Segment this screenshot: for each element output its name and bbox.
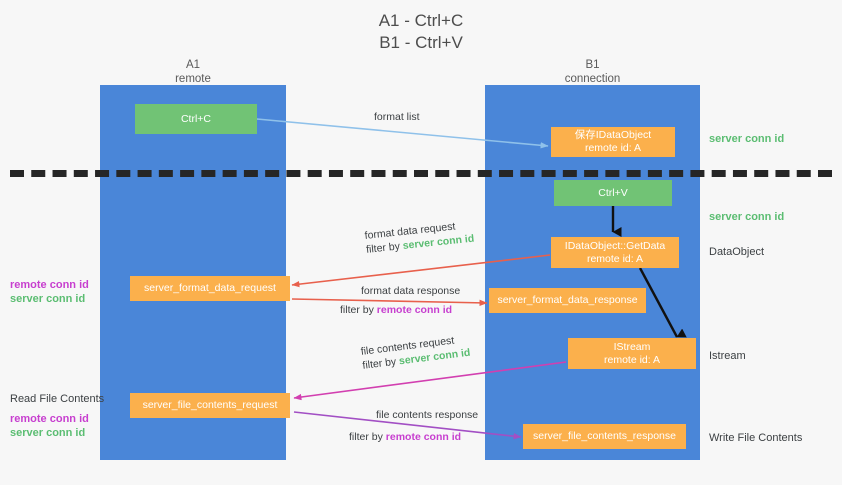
annotation-server-conn-id-format: server conn id	[10, 293, 86, 305]
filter-prefix: filter by	[340, 304, 377, 316]
annotation-write-file-contents: Write File Contents	[709, 432, 803, 444]
filter-prefix: filter by	[365, 240, 404, 256]
filter-prefix: filter by	[349, 431, 386, 443]
annotation-istream: Istream	[709, 350, 746, 362]
edge-label-file-contents-response: file contents response filter by remote …	[349, 408, 479, 444]
arrow-file-contents-response	[293, 411, 522, 440]
node-istream[interactable]: IStream remote id: A	[568, 338, 696, 369]
arrow-getdata-to-istream	[638, 267, 687, 338]
node-server-format-data-response[interactable]: server_format_data_response	[489, 288, 646, 313]
node-idataobject-getdata[interactable]: IDataObject::GetData remote id: A	[551, 237, 679, 268]
filter-value-remote-conn-id: remote conn id	[385, 431, 462, 443]
annotation-server-conn-id-top: server conn id	[709, 133, 785, 145]
arrow-file-contents-request	[293, 361, 567, 401]
node-server-file-contents-response[interactable]: server_file_contents_response	[523, 424, 686, 449]
edge-file-contents-response-filter: filter by remote conn id	[349, 430, 478, 444]
edge-label-format-data-response: format data response filter by remote co…	[340, 284, 461, 317]
annotation-read-file-contents: Read File Contents	[10, 393, 105, 405]
annotation-server-conn-id-second: server conn id	[709, 211, 785, 223]
title-line-1: A1 - Ctrl+C	[378, 11, 464, 30]
arrow-format-data-request	[291, 254, 551, 288]
title-line-2: B1 - Ctrl+V	[379, 33, 463, 52]
annotation-remote-conn-id-file: remote conn id	[10, 413, 89, 425]
node-server-format-data-request[interactable]: server_format_data_request	[130, 276, 290, 301]
edge-label-format-list: format list	[374, 110, 420, 124]
arrow-format-list	[256, 118, 549, 149]
node-ctrl-v[interactable]: Ctrl+V	[554, 180, 672, 206]
annotation-remote-conn-id-format: remote conn id	[10, 279, 89, 291]
annotation-dataobject: DataObject	[709, 246, 765, 258]
column-a1-role: remote	[175, 73, 211, 85]
page-title: A1 - Ctrl+C B1 - Ctrl+V	[0, 10, 842, 54]
arrow-format-data-response	[291, 298, 488, 307]
column-header-b1: B1 connection	[485, 58, 700, 86]
edge-format-data-response-text: format data response	[361, 285, 461, 297]
column-a1-name: A1	[185, 59, 201, 71]
column-b1-role: connection	[564, 73, 621, 85]
edge-format-data-response-filter: filter by remote conn id	[340, 303, 460, 317]
node-ctrl-c[interactable]: Ctrl+C	[135, 104, 257, 134]
edge-file-contents-response-text: file contents response	[376, 409, 479, 421]
node-save-idataobject[interactable]: 保存IDataObject remote id: A	[551, 127, 675, 157]
column-b1-name: B1	[585, 59, 600, 71]
phase-separator	[10, 170, 832, 177]
annotation-server-conn-id-file: server conn id	[10, 427, 86, 439]
column-header-a1: A1 remote	[100, 58, 286, 86]
node-server-file-contents-request[interactable]: server_file_contents_request	[130, 393, 290, 418]
edge-format-list-text: format list	[374, 111, 420, 123]
filter-value-remote-conn-id: remote conn id	[376, 304, 453, 316]
